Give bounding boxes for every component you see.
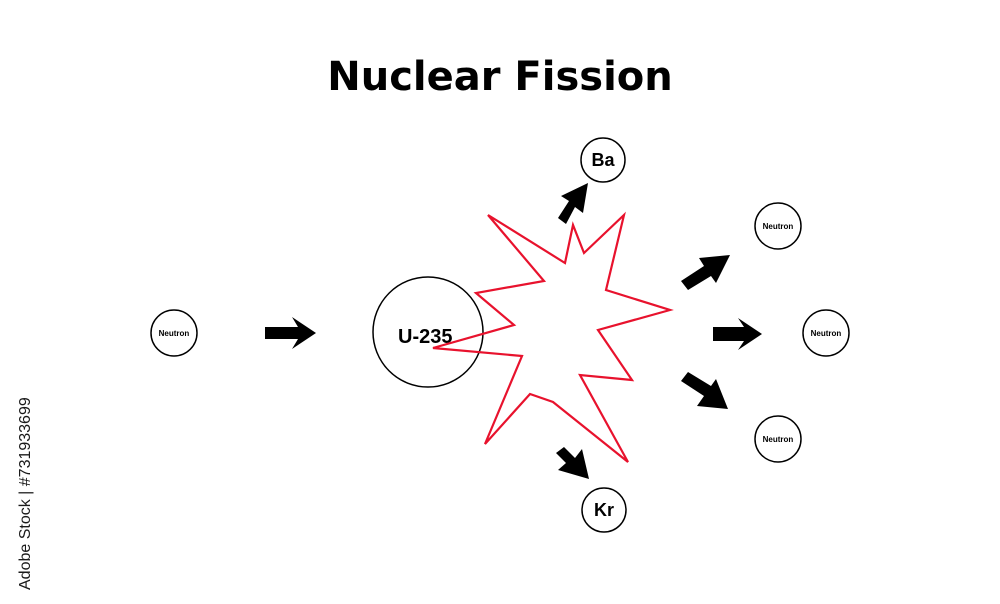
barium-circle [580, 137, 626, 183]
neutron-middle-circle [802, 309, 850, 357]
krypton-nucleus: Kr [581, 487, 627, 533]
uranium-label: U-235 [398, 326, 452, 348]
incoming-neutron-circle [150, 309, 198, 357]
neutron-bottom-label: Neutron [763, 435, 794, 444]
neutron-bottom-circle [754, 415, 802, 463]
diagram-title: Nuclear Fission [327, 54, 672, 100]
arrow-to-neutron-middle [713, 318, 762, 350]
krypton-circle [581, 487, 627, 533]
uranium-circle [372, 276, 484, 388]
neutron-middle: Neutron [802, 309, 850, 357]
arrow-to-barium [558, 183, 588, 224]
neutron-top: Neutron [754, 202, 802, 250]
incoming-neutron: Neutron [150, 309, 198, 357]
neutron-bottom: Neutron [754, 415, 802, 463]
fission-burst [432, 211, 674, 463]
neutron-top-label: Neutron [763, 222, 794, 231]
arrow-to-neutron-bottom [681, 372, 728, 409]
uranium-nucleus: U-235 [372, 276, 484, 388]
barium-label: Ba [591, 150, 615, 170]
arrow-to-krypton [556, 447, 589, 479]
incoming-neutron-label: Neutron [159, 329, 190, 338]
stock-watermark: Adobe Stock | #731933699 [17, 397, 34, 590]
barium-nucleus: Ba [580, 137, 626, 183]
neutron-top-circle [754, 202, 802, 250]
arrow-to-neutron-top [681, 255, 730, 290]
arrow-incoming [265, 317, 316, 349]
krypton-label: Kr [594, 500, 614, 520]
neutron-middle-label: Neutron [811, 329, 842, 338]
